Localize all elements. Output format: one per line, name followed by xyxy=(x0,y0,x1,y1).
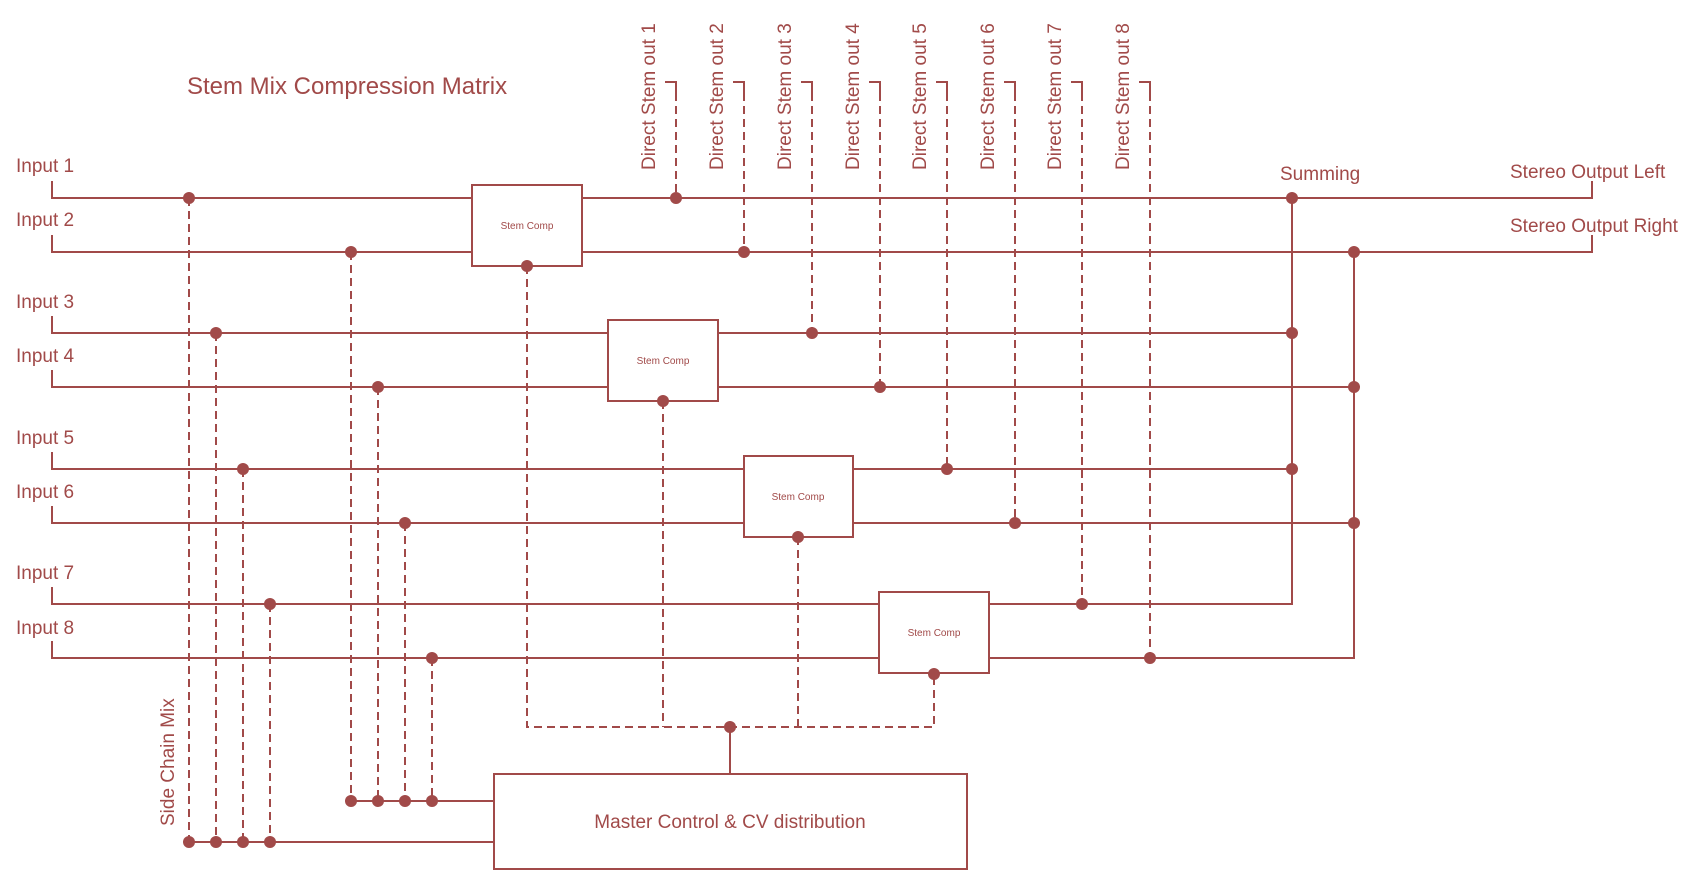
direct-stem-out-label-8: Direct Stem out 8 xyxy=(1113,23,1134,170)
input-signal-lines xyxy=(51,181,1593,659)
direct-stem-outs: Direct Stem out 1 Direct Stem out 2 Dire… xyxy=(639,23,1151,658)
master-control-box: Master Control & CV distribution xyxy=(493,773,968,870)
direct-stem-out-label-7: Direct Stem out 7 xyxy=(1045,23,1066,170)
stem-comp-1-label: Stem Comp xyxy=(501,221,554,232)
input-label-5: Input 5 xyxy=(16,428,74,449)
stem-comp-2-label: Stem Comp xyxy=(637,356,690,367)
direct-stem-out-label-5: Direct Stem out 5 xyxy=(910,23,931,170)
side-chain-taps xyxy=(188,198,433,842)
input-label-7: Input 7 xyxy=(16,563,74,584)
side-chain-mix-label: Side Chain Mix xyxy=(158,698,179,826)
stem-comp-3-label: Stem Comp xyxy=(772,492,825,503)
stereo-output-right-label: Stereo Output Right xyxy=(1510,216,1679,237)
input-label-6: Input 6 xyxy=(16,482,74,503)
diagram-title: Stem Mix Compression Matrix xyxy=(187,73,507,100)
input-label-8: Input 8 xyxy=(16,618,74,639)
direct-stem-out-label-4: Direct Stem out 4 xyxy=(843,23,864,170)
stem-comp-3: Stem Comp xyxy=(743,455,854,538)
direct-stem-out-label-3: Direct Stem out 3 xyxy=(775,23,796,170)
direct-stem-out-label-2: Direct Stem out 2 xyxy=(707,23,728,170)
input-label-2: Input 2 xyxy=(16,210,74,231)
input-label-4: Input 4 xyxy=(16,346,75,367)
stem-comp-4: Stem Comp xyxy=(878,591,990,674)
stem-comp-1: Stem Comp xyxy=(471,184,583,267)
direct-stem-out-label-1: Direct Stem out 1 xyxy=(639,23,660,170)
direct-stem-out-label-6: Direct Stem out 6 xyxy=(978,23,999,170)
stem-comp-4-label: Stem Comp xyxy=(908,628,961,639)
junction-dots xyxy=(183,192,1360,848)
stem-comp-2: Stem Comp xyxy=(607,319,719,402)
summing-label: Summing xyxy=(1280,164,1360,185)
input-label-1: Input 1 xyxy=(16,156,74,177)
master-control-label: Master Control & CV distribution xyxy=(594,812,865,833)
stereo-output-left-label: Stereo Output Left xyxy=(1510,162,1666,183)
input-label-3: Input 3 xyxy=(16,292,74,313)
